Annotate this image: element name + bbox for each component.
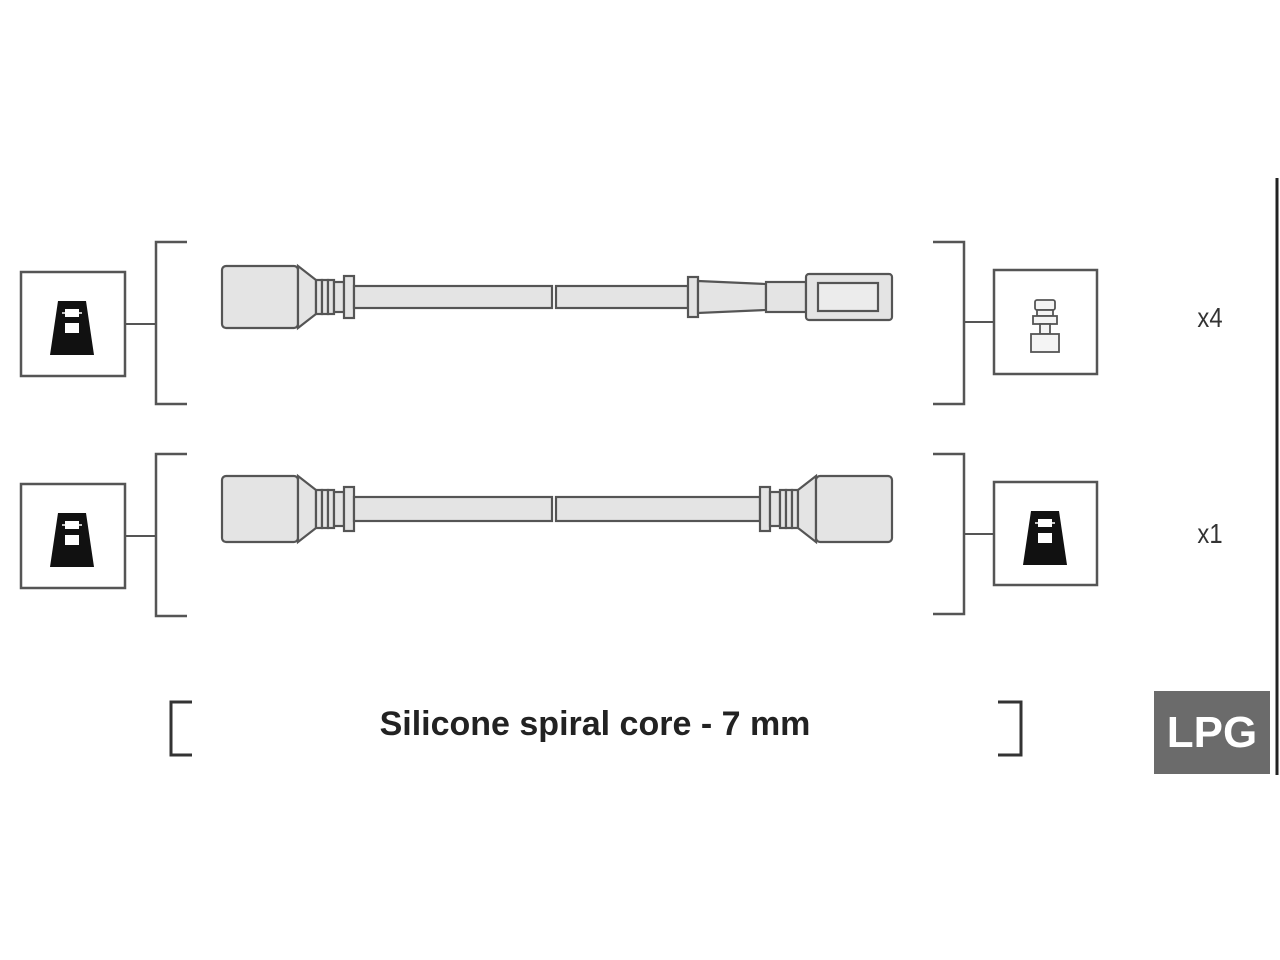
cable-row-bottom xyxy=(19,452,1099,618)
right-bracket xyxy=(933,452,966,616)
caption-right-bracket xyxy=(998,700,1023,757)
ignition-cable xyxy=(220,263,894,331)
ignition-cable xyxy=(220,473,894,545)
cable-row-top xyxy=(19,240,1099,406)
left-bracket xyxy=(154,452,187,618)
left-bracket xyxy=(154,240,187,406)
lpg-badge: LPG xyxy=(1154,691,1270,774)
lpg-badge-label: LPG xyxy=(1166,707,1258,757)
caption-left-bracket xyxy=(169,700,192,757)
quantity-label-top: x4 xyxy=(1197,302,1223,333)
cable-spec-caption: Silicone spiral core - 7 mm xyxy=(379,705,811,743)
quantity-label-bottom: x1 xyxy=(1197,518,1223,549)
right-bracket xyxy=(933,240,966,406)
